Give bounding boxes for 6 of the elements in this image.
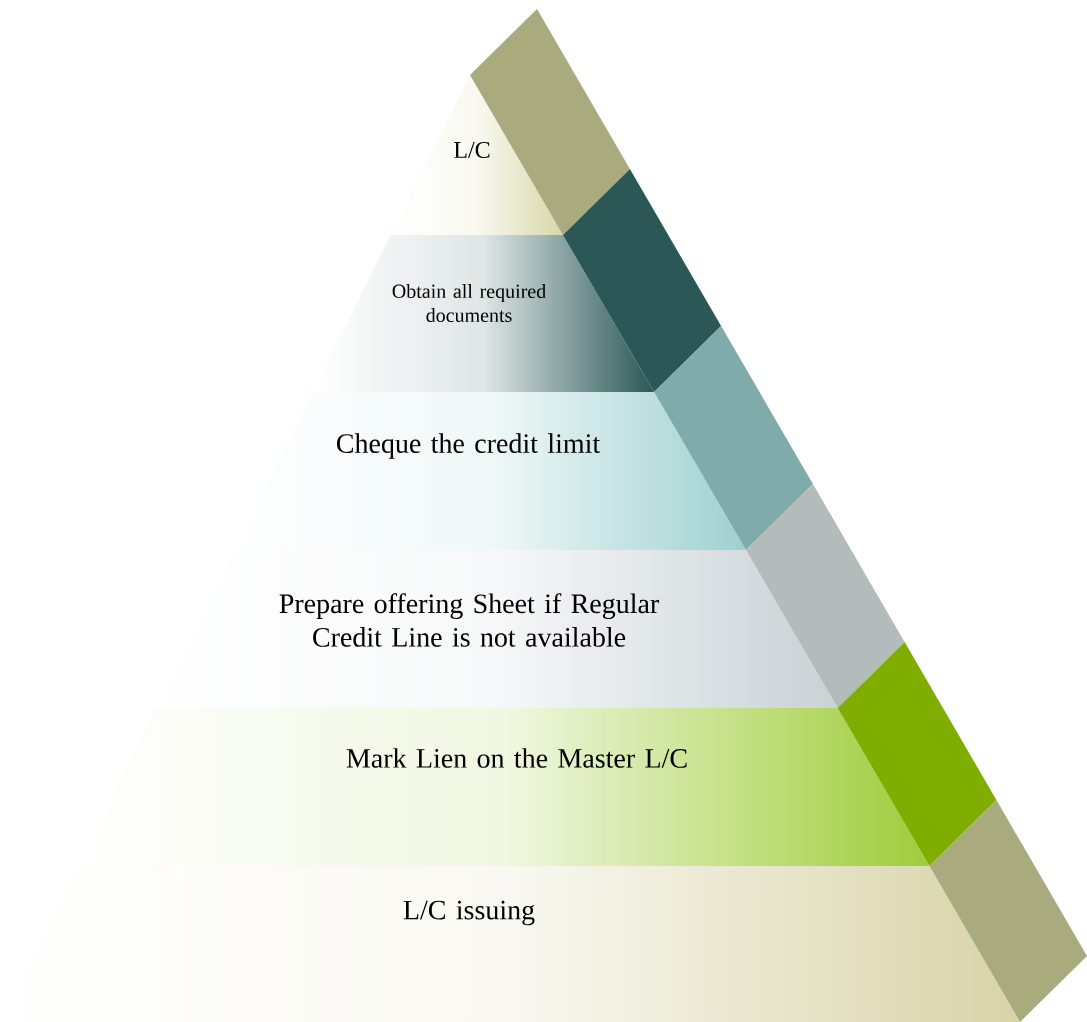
pyramid-level: L/C	[454, 141, 490, 159]
pyramid-level: Mark Lien on the Master L/C	[346, 748, 687, 768]
pyramid-level: Cheque the credit limit	[336, 433, 601, 459]
pyramid-level: Prepare offering Sheet if Regular Credit Line is not available	[279, 593, 659, 647]
pyramid-level: Obtain all required documents	[392, 284, 546, 323]
pyramid-level: L/C issuing	[403, 900, 535, 926]
